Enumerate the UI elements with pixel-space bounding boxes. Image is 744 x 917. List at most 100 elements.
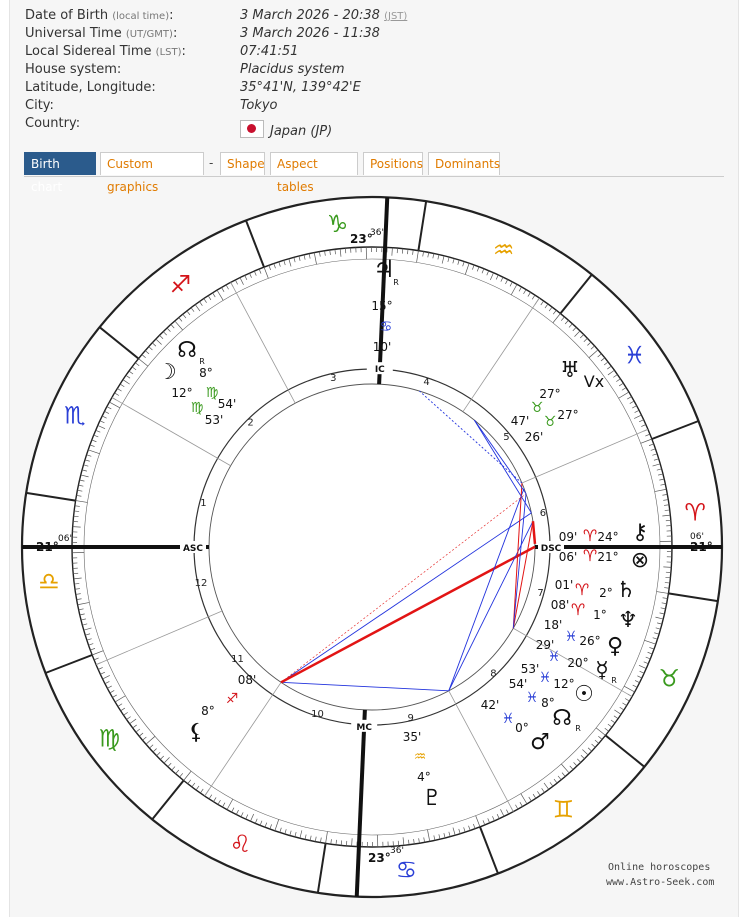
degree-tick	[81, 469, 88, 472]
tab-positions[interactable]: Positions	[363, 152, 423, 175]
house-cusp-6	[521, 428, 649, 484]
pluto-sign: ♒	[414, 749, 427, 765]
degree-tick	[194, 304, 201, 312]
degree-tick	[663, 499, 669, 501]
ut-label: Universal Time	[25, 26, 122, 41]
degree-tick	[86, 638, 92, 641]
degree-tick	[391, 247, 393, 256]
degree-tick	[269, 824, 272, 830]
degree-tick	[577, 758, 582, 763]
house-number-4: 4	[423, 377, 429, 388]
degree-tick	[152, 748, 157, 753]
mars-sign: ♓	[502, 711, 515, 727]
mc-label-bg	[351, 719, 378, 732]
uranus-sign: ♉	[531, 400, 544, 416]
degree-tick	[98, 667, 103, 670]
pluto-min: 35'	[403, 730, 422, 744]
degree-tick	[89, 444, 95, 447]
degree-tick	[648, 443, 654, 446]
degree-tick	[97, 425, 106, 430]
degree-tick	[560, 316, 565, 321]
mc-label: MC	[356, 723, 372, 733]
degree-tick	[274, 819, 280, 831]
degree-tick	[476, 266, 480, 272]
degree-tick	[418, 838, 420, 844]
gemini-sign-icon: ♊	[553, 796, 575, 824]
degree-tick	[109, 690, 115, 694]
degree-tick	[190, 307, 195, 312]
lilith-sign: ♐	[226, 691, 239, 707]
pisces-sign-icon: ♓	[624, 342, 646, 370]
degree-tick	[141, 354, 146, 359]
degree-tick	[408, 839, 410, 845]
degree-tick	[135, 362, 140, 367]
mercury-deg: 20°	[567, 656, 588, 670]
degree-tick	[552, 310, 557, 315]
sun-sign: ♓	[539, 670, 552, 686]
degree-tick	[293, 257, 296, 263]
degree-tick	[500, 276, 504, 282]
aspect-line	[281, 681, 449, 692]
sign-boundary	[604, 734, 646, 768]
degree-tick	[652, 453, 658, 456]
degree-tick	[649, 647, 655, 650]
degree-tick	[473, 823, 476, 829]
tab-aspect-tables[interactable]: Aspect tables	[270, 152, 358, 194]
aries-sign-icon: ♈	[684, 498, 706, 526]
degree-tick	[457, 259, 460, 265]
house-number-8: 8	[490, 668, 496, 679]
house-cusp-12	[95, 610, 223, 666]
degree-tick	[427, 829, 431, 842]
degree-tick	[600, 357, 606, 362]
degree-tick	[401, 248, 404, 254]
degree-tick	[80, 474, 89, 478]
saturn-sign: ♈	[575, 580, 589, 599]
dob-note: (local time)	[112, 11, 170, 22]
tab-birth-chart[interactable]: Birth chart	[24, 152, 96, 194]
neptune-icon: ♆	[618, 608, 638, 633]
degree-tick	[632, 405, 637, 409]
degree-tick	[654, 488, 667, 492]
aspect-line	[419, 390, 523, 484]
degree-tick	[77, 489, 83, 492]
degree-tick	[652, 463, 661, 467]
degree-tick	[505, 279, 509, 285]
watermark-line2: www.Astro-Seek.com	[606, 877, 715, 888]
degree-tick	[587, 341, 592, 346]
tab-custom-graphics[interactable]: Custom graphics	[100, 152, 204, 194]
degree-tick	[506, 809, 509, 815]
degree-tick	[610, 719, 616, 724]
mc-degree: 23°	[350, 232, 373, 246]
degree-tick	[472, 264, 475, 270]
degree-tick	[179, 773, 184, 778]
degree-tick	[126, 716, 131, 720]
degree-tick	[156, 752, 161, 757]
house-cusp-10	[354, 709, 367, 897]
degree-tick	[313, 252, 317, 265]
degree-tick	[447, 256, 450, 263]
degree-tick	[135, 728, 141, 733]
degree-tick	[149, 744, 154, 749]
cancer-sign-icon: ♋	[396, 856, 418, 884]
tab-dominants[interactable]: Dominants	[428, 152, 500, 175]
degree-tick	[519, 802, 523, 807]
degree-tick	[659, 612, 665, 615]
capricorn-sign-icon: ♑	[327, 210, 349, 238]
degree-tick	[437, 254, 440, 260]
timezone-link[interactable]: (JST)	[384, 11, 408, 22]
degree-tick	[221, 287, 225, 292]
degree-tick	[289, 830, 292, 836]
saturn-deg: 2°	[599, 586, 613, 600]
fortune-deg: 21°	[597, 550, 618, 564]
degree-tick	[495, 274, 499, 280]
mercury-retro: R	[611, 676, 617, 685]
degree-tick	[83, 464, 89, 467]
degree-tick	[182, 313, 187, 319]
sign-boundary	[98, 326, 140, 360]
sagittarius-sign-icon: ♐	[170, 270, 192, 298]
degree-tick	[74, 510, 80, 512]
ic-label-bg	[366, 362, 393, 375]
tab-shape[interactable]: Shape	[220, 152, 265, 175]
house-cusp-4	[377, 197, 390, 385]
